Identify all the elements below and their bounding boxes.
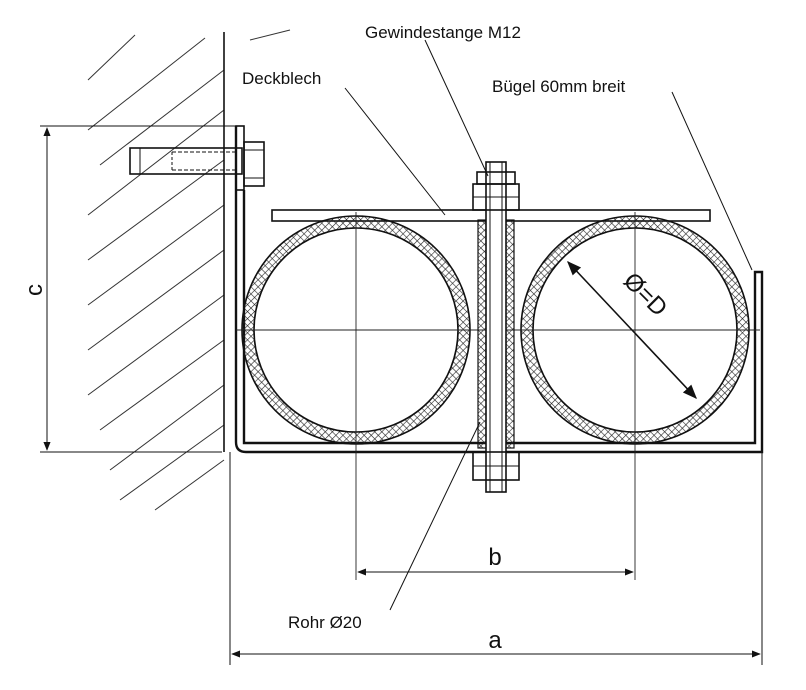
dimension-b-label: b [488, 544, 501, 571]
threaded-rod [472, 161, 520, 493]
bracket-label: Bügel 60mm breit [492, 77, 626, 96]
pipe-label: Rohr Ø20 [288, 613, 362, 632]
bracket [234, 126, 764, 454]
wall-hatching [87, 29, 291, 511]
diameter-dimension-line [567, 260, 697, 400]
dimension-a-label: a [488, 627, 502, 654]
cover-plate-label: Deckblech [242, 69, 321, 88]
dimension-a [229, 452, 763, 665]
leader-lines [344, 39, 753, 611]
dimension-c [40, 125, 236, 453]
dimension-c-label: c [21, 284, 48, 296]
anchor-bolt [129, 125, 265, 191]
threaded-rod-label: Gewindestange M12 [365, 23, 521, 42]
diameter-label: Ø=D [618, 267, 672, 321]
